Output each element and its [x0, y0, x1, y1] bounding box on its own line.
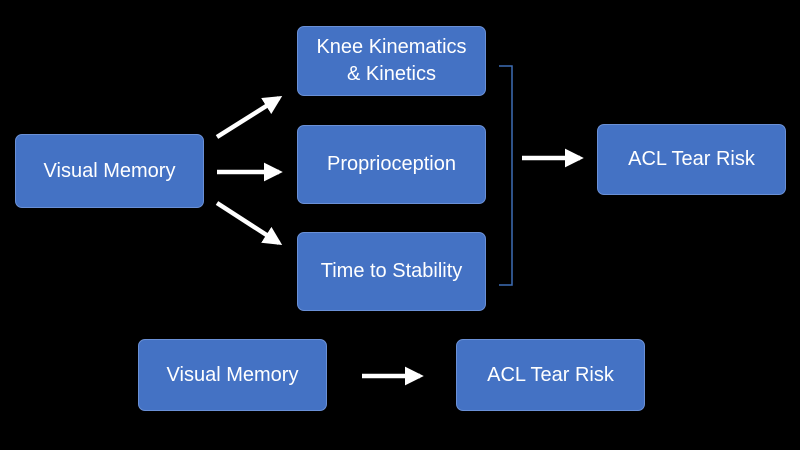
mediator-label-kinematics: Knee Kinematics & Kinetics [316, 36, 467, 85]
bottom-outcome-box: ACL Tear Risk [456, 339, 645, 411]
bottom-outcome-label: ACL Tear Risk [487, 363, 614, 386]
mediator-label-time-to-stability: Time to Stability [320, 260, 463, 282]
arrow-source-to-time-to-stability [215, 201, 283, 246]
arrow-source-to-kinematics [215, 95, 283, 139]
bottom-source-box: Visual Memory [138, 339, 327, 411]
mediator-box-kinematics: Knee Kinematics & Kinetics [297, 26, 486, 96]
top-source-box: Visual Memory [15, 134, 204, 208]
mediator-box-time-to-stability: Time to Stability [297, 232, 486, 311]
mediators-bracket [499, 65, 513, 286]
top-outcome-box: ACL Tear Risk [597, 124, 786, 195]
top-outcome-label: ACL Tear Risk [628, 148, 755, 170]
top-source-label: Visual Memory [43, 159, 176, 182]
mediator-label-proprioception: Proprioception [327, 153, 456, 175]
mediator-box-proprioception: Proprioception [297, 125, 486, 204]
bottom-source-label: Visual Memory [166, 363, 299, 386]
